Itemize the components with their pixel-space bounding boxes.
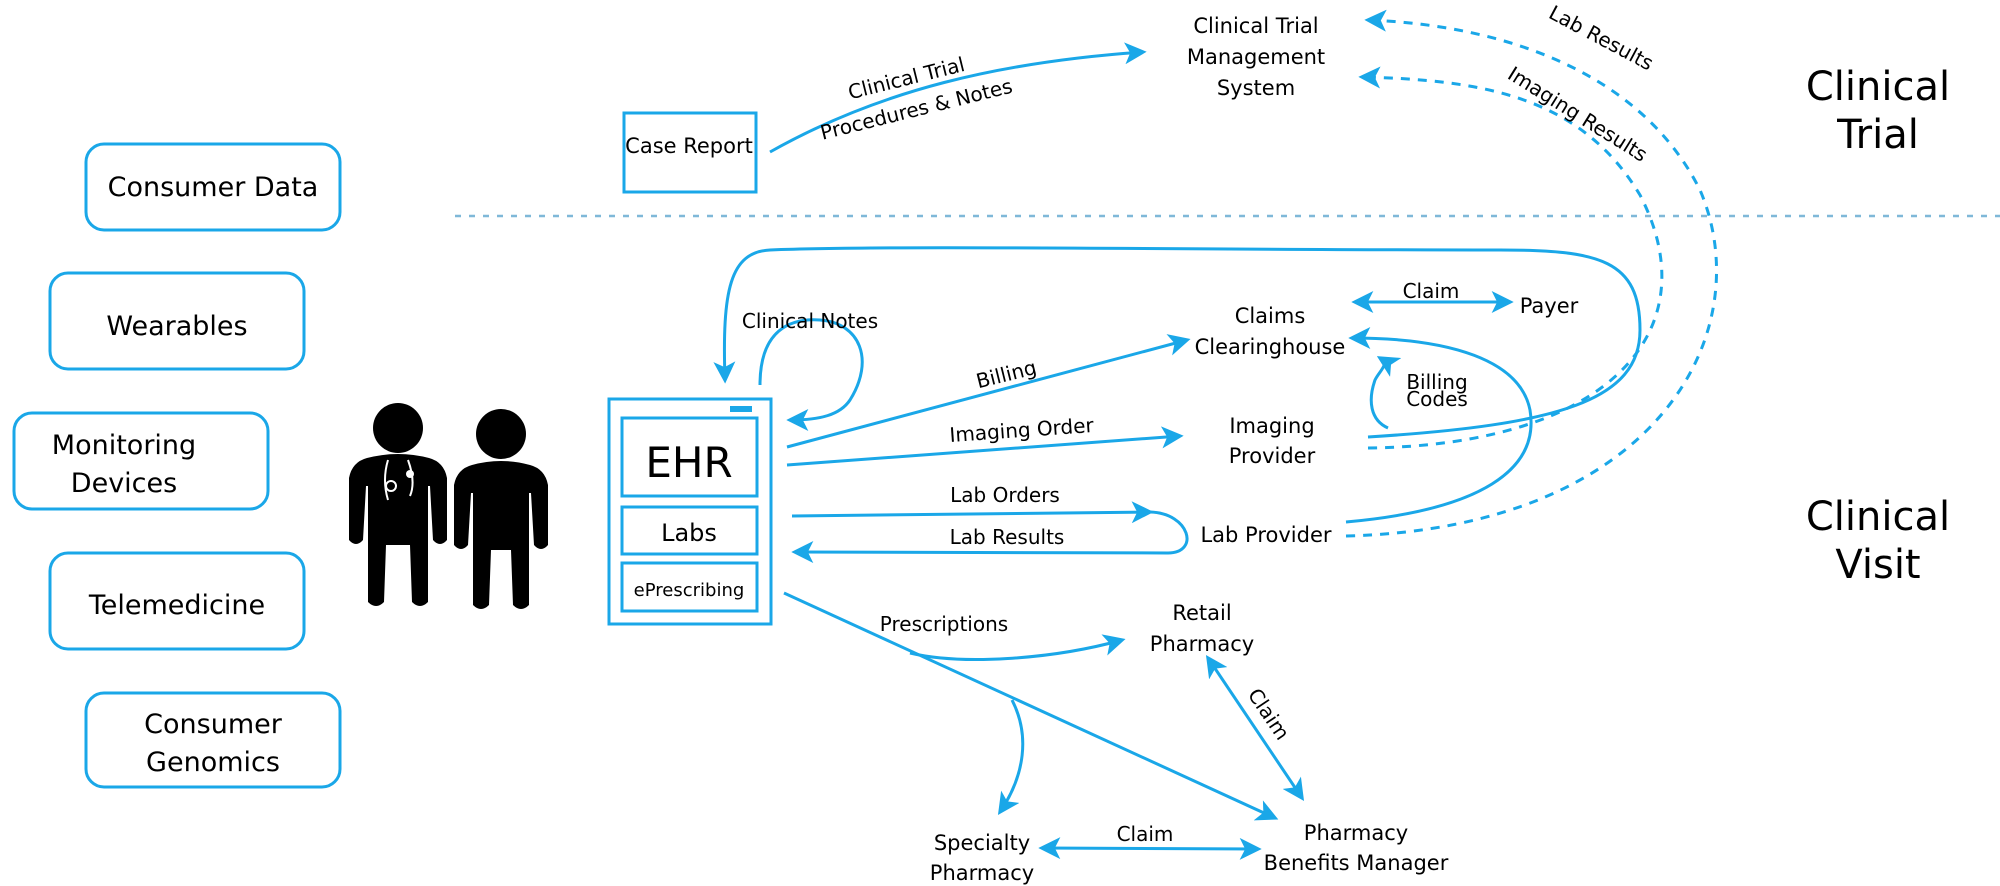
edge-label-prescriptions: Prescriptions <box>880 612 1008 636</box>
svg-text:Clinical: Clinical <box>1806 64 1950 110</box>
edge-label-clinical-notes: Clinical Notes <box>742 309 878 333</box>
node-payer: Payer <box>1520 294 1579 318</box>
data-source-consumer-data: Consumer Data <box>84 142 342 232</box>
edge-label-claim-specialty: Claim <box>1117 822 1174 846</box>
data-source-telemedicine: Telemedicine <box>48 551 306 651</box>
edge-claim-specialty-pbm <box>1038 837 1262 860</box>
svg-text:Telemedicine: Telemedicine <box>88 590 265 621</box>
svg-text:Genomics: Genomics <box>146 747 280 778</box>
ehr-label: EHR <box>645 438 732 487</box>
svg-text:Imaging: Imaging <box>1229 414 1314 438</box>
section-label-clinical-visit: Clinical Visit <box>1806 494 1950 588</box>
edge-label-claim-retail: Claim <box>1243 684 1295 745</box>
node-claims-clearinghouse: Claims Clearinghouse <box>1195 304 1346 359</box>
data-source-wearables: Wearables <box>48 271 306 371</box>
svg-text:Provider: Provider <box>1229 444 1316 468</box>
patient-figure <box>454 409 548 609</box>
edge-billing-codes <box>1369 356 1402 430</box>
node-lab-provider: Lab Provider <box>1200 523 1331 547</box>
svg-text:Visit: Visit <box>1835 542 1920 588</box>
svg-text:Specialty: Specialty <box>934 831 1030 855</box>
svg-text:Case Report: Case Report <box>625 134 753 158</box>
svg-text:Monitoring: Monitoring <box>52 430 196 461</box>
svg-text:Clinical: Clinical <box>1806 494 1950 540</box>
node-retail-pharmacy: Retail Pharmacy <box>1150 601 1254 656</box>
svg-text:Codes: Codes <box>1406 387 1468 411</box>
edge-lab-orders <box>791 501 1154 524</box>
edge-billing <box>786 334 1191 449</box>
doctor-figure <box>349 403 447 606</box>
data-source-monitoring-devices: Monitoring Devices <box>12 411 270 511</box>
edge-claim-retail-pbm <box>1205 654 1305 802</box>
svg-text:Consumer: Consumer <box>144 709 283 740</box>
svg-text:Billing: Billing <box>1406 370 1467 394</box>
edge-lab-to-clearinghouse <box>1345 327 1533 524</box>
edge-label-lab-orders: Lab Orders <box>950 483 1060 507</box>
ehr-labs-label: Labs <box>661 519 717 547</box>
edge-label-imaging-order: Imaging Order <box>949 413 1096 447</box>
node-ctms: Clinical Trial Management System <box>1187 14 1325 100</box>
svg-text:Wearables: Wearables <box>106 311 247 342</box>
edge-label-lab-results-top: Lab Results <box>1545 0 1658 75</box>
svg-text:Benefits Manager: Benefits Manager <box>1264 851 1449 875</box>
data-source-consumer-genomics: Consumer Genomics <box>84 691 342 789</box>
edge-clinical-trial-notes <box>769 42 1147 154</box>
svg-text:Trial: Trial <box>1836 112 1919 158</box>
edge-imaging-to-ehr-loop <box>713 246 1642 439</box>
edge-label-lab-results: Lab Results <box>950 525 1065 549</box>
edge-lab-results <box>791 510 1189 564</box>
edge-label-claim-payer: Claim <box>1403 279 1460 303</box>
edge-imaging-order <box>786 426 1184 467</box>
svg-text:Clinical Trial: Clinical Trial <box>1193 14 1318 38</box>
edge-clinical-notes <box>758 318 864 431</box>
svg-text:Pharmacy: Pharmacy <box>930 861 1034 885</box>
svg-text:Management: Management <box>1187 45 1325 69</box>
svg-text:Clearinghouse: Clearinghouse <box>1195 335 1346 359</box>
edge-prescriptions-to-pbm <box>783 591 1279 821</box>
edge-prescriptions-to-retail <box>909 634 1126 661</box>
edge-label-clinical-trial-notes: Clinical Trial Procedures & Notes <box>818 52 1015 145</box>
node-pharmacy-benefits-manager: Pharmacy Benefits Manager <box>1264 821 1449 875</box>
edge-imaging-results-to-ctms <box>1358 66 1664 450</box>
svg-text:System: System <box>1217 76 1295 100</box>
svg-text:Claims: Claims <box>1235 304 1306 328</box>
case-report-box: Case Report <box>622 111 758 194</box>
node-imaging-provider: Imaging Provider <box>1229 414 1316 468</box>
ehr-eprescribing-label: ePrescribing <box>634 580 745 601</box>
edge-label-billing-codes: Billing Codes <box>1406 370 1468 411</box>
node-specialty-pharmacy: Specialty Pharmacy <box>930 831 1034 885</box>
svg-text:Pharmacy: Pharmacy <box>1150 632 1254 656</box>
ehr-system: EHR Labs ePrescribing <box>607 397 773 626</box>
svg-text:Pharmacy: Pharmacy <box>1304 821 1408 845</box>
edge-lab-results-to-ctms <box>1345 9 1719 538</box>
svg-text:Retail: Retail <box>1172 601 1231 625</box>
edge-label-imaging-results: Imaging Results <box>1504 62 1652 167</box>
svg-text:Devices: Devices <box>71 468 177 499</box>
section-label-clinical-trial: Clinical Trial <box>1806 64 1950 158</box>
svg-text:Consumer Data: Consumer Data <box>108 172 319 203</box>
edge-prescriptions-to-specialty <box>997 699 1025 816</box>
